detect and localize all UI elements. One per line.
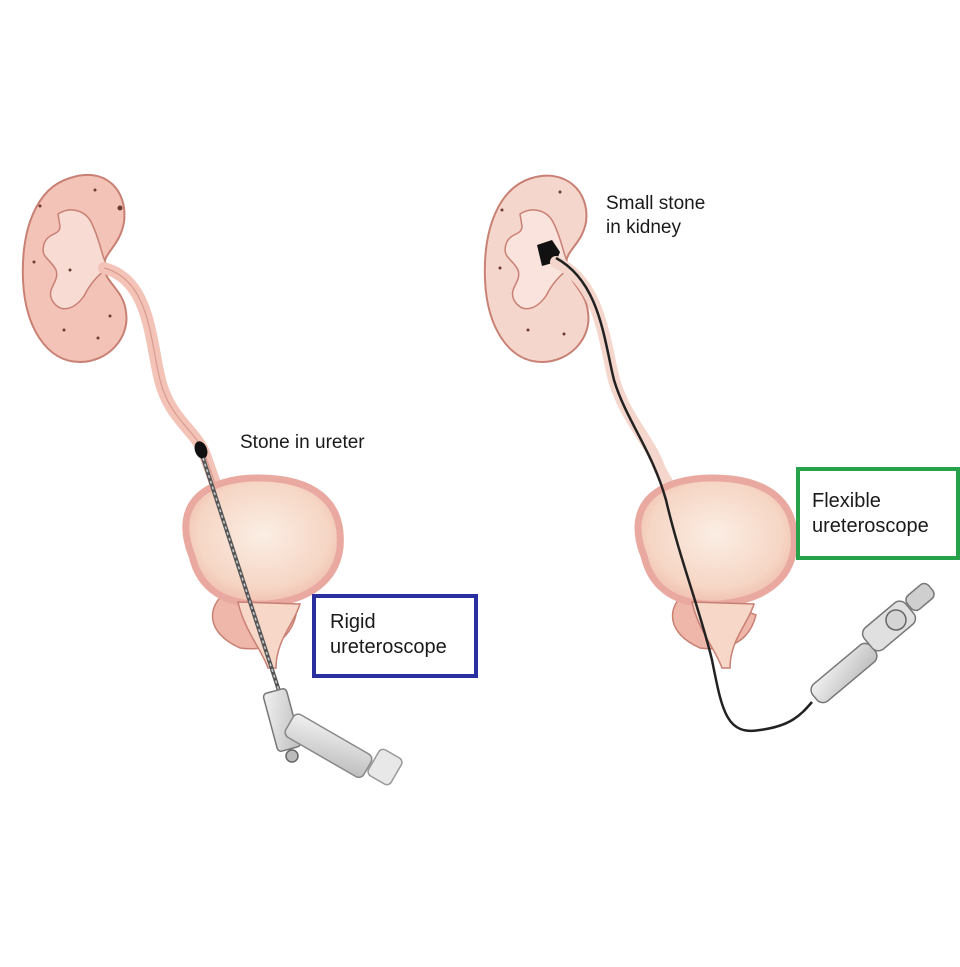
left-kidney xyxy=(21,173,128,364)
right-bladder xyxy=(634,474,798,669)
rigid-label-line1: Rigid xyxy=(330,611,376,633)
flexible-ureteroscope-box: Flexible ureteroscope xyxy=(796,467,960,560)
flexible-label-line2: ureteroscope xyxy=(812,515,929,537)
small-stone-label: Small stone in kidney xyxy=(606,192,705,240)
right-kidney xyxy=(483,174,590,364)
left-bladder xyxy=(182,474,344,669)
flexible-scope-cable xyxy=(555,256,813,733)
rigid-label-line2: ureteroscope xyxy=(330,636,447,658)
stone-in-ureter xyxy=(194,441,208,459)
small-stone-line1: Small stone xyxy=(606,193,706,214)
flexible-label-line1: Flexible xyxy=(812,490,881,512)
left-panel xyxy=(21,173,403,786)
small-stone-line2: in kidney xyxy=(606,217,681,238)
flexible-scope-handle xyxy=(810,582,935,704)
right-panel xyxy=(483,174,935,733)
rigid-scope-handle xyxy=(262,688,403,786)
stone-in-ureter-label: Stone in ureter xyxy=(240,432,365,453)
rigid-ureteroscope-box: Rigid ureteroscope xyxy=(312,594,478,678)
